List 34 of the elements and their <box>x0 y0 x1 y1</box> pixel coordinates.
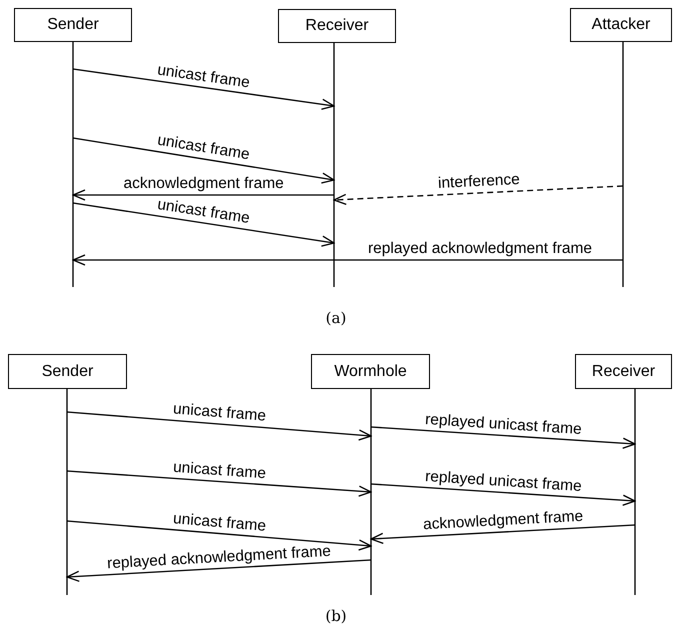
participant-box: Attacker <box>570 8 672 42</box>
message-arrow <box>66 411 372 441</box>
message-arrow <box>72 137 335 184</box>
participant-box: Receiver <box>575 354 672 389</box>
message-label: unicast frame <box>156 62 251 90</box>
participant-box: Sender <box>14 8 132 42</box>
message-arrow <box>72 202 335 247</box>
message-label: replayed unicast frame <box>424 411 582 438</box>
participant-box: Sender <box>8 354 127 389</box>
message-arrow <box>66 520 372 551</box>
message-arrow <box>370 524 636 544</box>
participant-box: Wormhole <box>311 354 430 389</box>
message-label: replayed acknowledgment frame <box>368 241 592 256</box>
message-label: acknowledgment frame <box>124 176 284 192</box>
message-arrow <box>370 426 636 449</box>
message-arrow <box>72 254 623 266</box>
message-arrow <box>66 559 372 582</box>
subfigure-caption: (a) <box>326 309 346 327</box>
message-label: acknowledgment frame <box>422 508 584 533</box>
message-arrow <box>370 483 636 506</box>
message-label: replayed acknowledgment frame <box>106 543 332 572</box>
message-label: interference <box>437 172 520 192</box>
message-label: unicast frame <box>156 197 251 226</box>
subfigure-caption: (b) <box>325 607 347 625</box>
message-label: unicast frame <box>172 401 266 424</box>
message-label: replayed unicast frame <box>424 468 582 494</box>
message-arrow <box>66 470 372 497</box>
message-label: unicast frame <box>172 510 266 534</box>
message-label: unicast frame <box>156 132 251 163</box>
participant-box: Receiver <box>278 9 396 43</box>
message-label: unicast frame <box>172 459 266 482</box>
message-arrow <box>72 189 334 201</box>
message-arrow <box>333 185 624 206</box>
message-arrow <box>72 68 335 110</box>
